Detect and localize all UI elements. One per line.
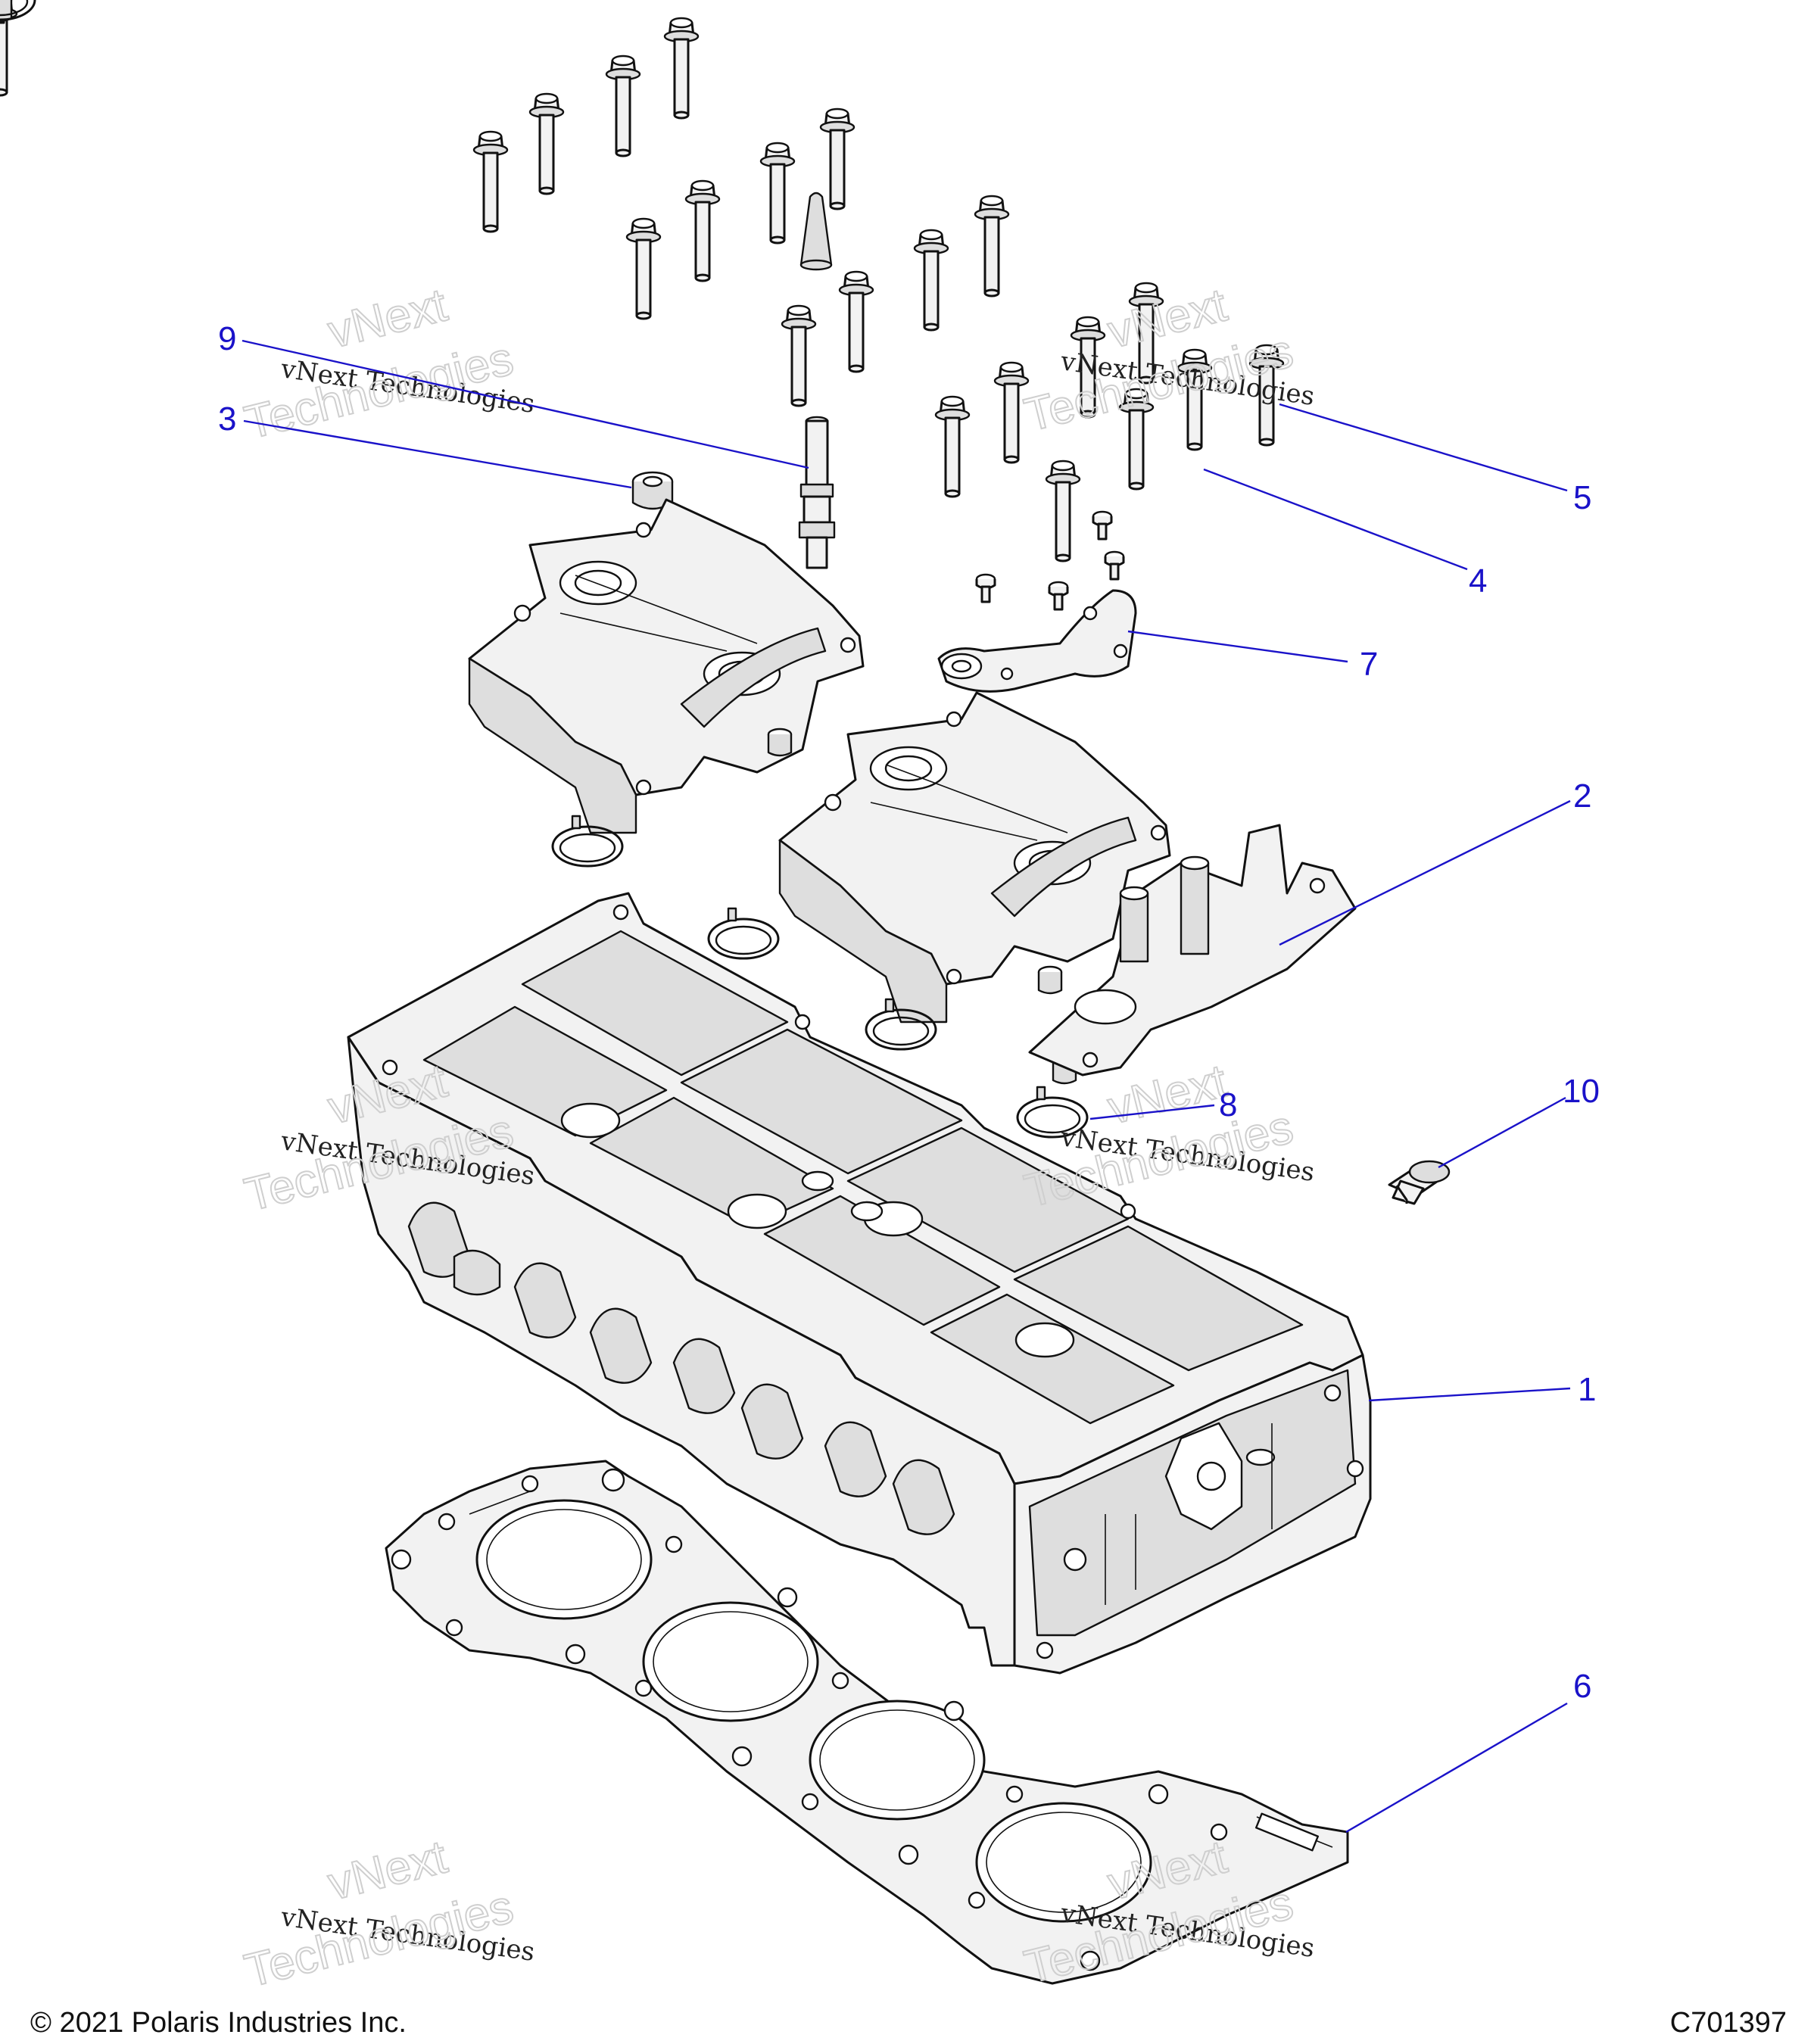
leader-6 <box>1345 1702 1568 1834</box>
cam-carrier-end <box>1028 824 1357 1077</box>
leader-7 <box>1127 630 1348 663</box>
part-9-stud-icon <box>798 416 836 569</box>
leader-1 <box>1368 1387 1571 1402</box>
leader-8 <box>1089 1104 1215 1120</box>
callout-10[interactable]: 10 <box>1563 1073 1600 1110</box>
part-6-head-gasket <box>385 1460 1349 1985</box>
cam-carrier-left <box>468 498 865 834</box>
callouts: 9 3 5 4 7 2 8 10 1 6 <box>218 320 1600 1834</box>
callout-4[interactable]: 4 <box>1469 562 1487 600</box>
leader-10 <box>1438 1096 1566 1169</box>
callout-8[interactable]: 8 <box>1219 1086 1237 1123</box>
callout-7[interactable]: 7 <box>1360 646 1378 683</box>
figure-code: C701397 <box>1670 2007 1787 2039</box>
leader-3 <box>243 419 632 489</box>
part-1-cylinder-head <box>347 892 1372 1675</box>
callout-5[interactable]: 5 <box>1573 479 1591 516</box>
callout-9[interactable]: 9 <box>218 320 236 357</box>
callout-3[interactable]: 3 <box>218 400 236 438</box>
watermark-brand: vNext <box>323 279 452 358</box>
tapered-plug-icon <box>799 192 833 271</box>
leader-5 <box>1279 403 1568 492</box>
cam-carrier-right <box>778 691 1171 1024</box>
leader-2 <box>1279 799 1571 946</box>
part-7-bracket-icon <box>937 589 1137 693</box>
seal-rings <box>0 0 1089 1139</box>
leader-9 <box>242 339 809 469</box>
part-10-flange-bolt-icon <box>1388 1160 1451 1205</box>
callout-6[interactable]: 6 <box>1573 1668 1591 1705</box>
part-3-bushing-icon <box>631 471 674 510</box>
leader-4 <box>1203 468 1468 571</box>
seal-ring-icon <box>0 0 36 21</box>
copyright-text: © 2021 Polaris Industries Inc. <box>30 2007 407 2039</box>
callout-1[interactable]: 1 <box>1578 1371 1596 1408</box>
callout-2[interactable]: 2 <box>1573 777 1591 815</box>
small-screws <box>0 0 1125 611</box>
